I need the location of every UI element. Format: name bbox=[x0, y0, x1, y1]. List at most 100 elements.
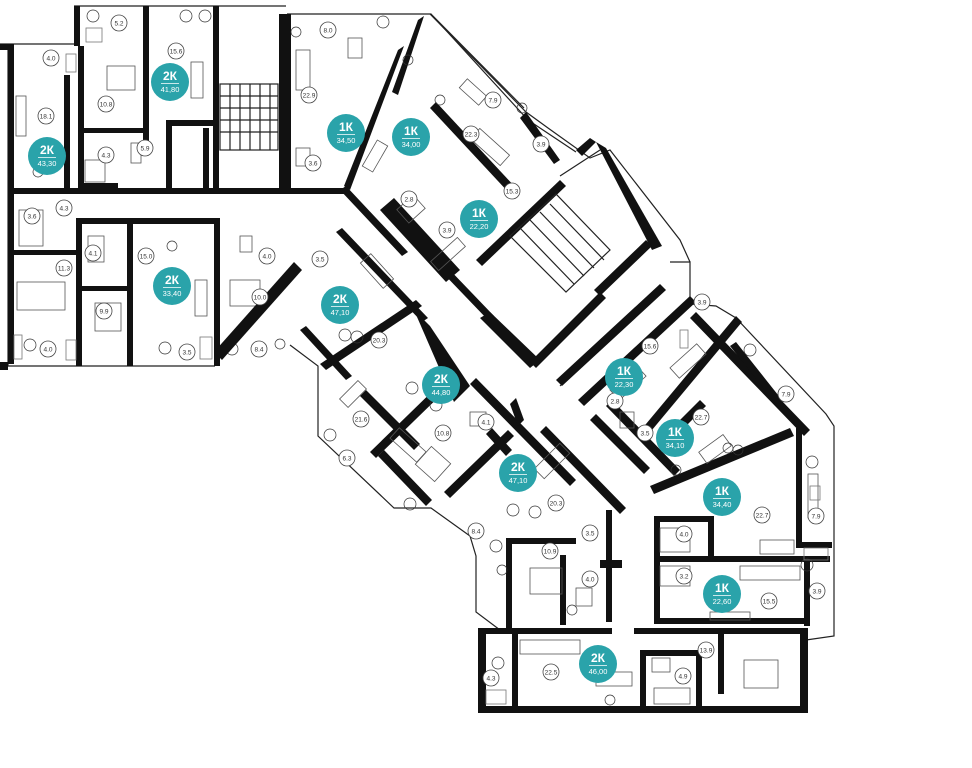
room-area-text: 4.0 bbox=[262, 253, 271, 260]
room-area-text: 22.9 bbox=[303, 92, 316, 99]
apartment-area: 34,50 bbox=[337, 136, 356, 145]
apartment-badge[interactable]: 2К 44,80 bbox=[422, 366, 460, 404]
room-area-label: 3.6 bbox=[304, 154, 322, 172]
apartment-area: 22,60 bbox=[713, 597, 732, 606]
room-area-label: 4.0 bbox=[581, 570, 599, 588]
room-area-circle bbox=[110, 14, 128, 32]
room-area-circle bbox=[338, 449, 356, 467]
room-area-circle bbox=[370, 331, 388, 349]
room-area-label: 13.9 bbox=[697, 641, 715, 659]
room-area-text: 2.8 bbox=[404, 196, 413, 203]
apartment-area: 41,80 bbox=[161, 85, 180, 94]
room-area-label: 4.0 bbox=[258, 247, 276, 265]
room-area-text: 3.2 bbox=[679, 573, 688, 580]
room-area-text: 4.0 bbox=[46, 55, 55, 62]
room-area-circle bbox=[760, 592, 778, 610]
room-area-circle bbox=[532, 135, 550, 153]
room-area-circle bbox=[467, 522, 485, 540]
apartment-badge-circle bbox=[321, 286, 359, 324]
room-area-text: 4.0 bbox=[43, 346, 52, 353]
apartment-badge[interactable]: 2К 47,10 bbox=[499, 454, 537, 492]
apartment-badge-circle bbox=[703, 478, 741, 516]
room-area-label: 20.3 bbox=[370, 331, 388, 349]
room-area-circle bbox=[462, 125, 480, 143]
room-area-text: 11.3 bbox=[58, 265, 71, 272]
apartment-area: 47,10 bbox=[509, 476, 528, 485]
room-area-circle bbox=[55, 259, 73, 277]
room-area-label: 4.3 bbox=[97, 146, 115, 164]
room-area-text: 10.8 bbox=[437, 430, 450, 437]
room-area-label: 20.3 bbox=[547, 494, 565, 512]
room-area-circle bbox=[251, 288, 269, 306]
room-area-label: 4.0 bbox=[39, 340, 57, 358]
room-area-circle bbox=[55, 199, 73, 217]
room-area-text: 7.9 bbox=[488, 97, 497, 104]
apartment-type: 2К bbox=[434, 372, 449, 386]
room-area-label: 3.9 bbox=[693, 293, 711, 311]
room-area-label: 10.8 bbox=[434, 424, 452, 442]
room-area-label: 15.5 bbox=[760, 592, 778, 610]
room-area-label: 4.3 bbox=[482, 669, 500, 687]
apartment-type: 2К bbox=[165, 273, 180, 287]
room-area-text: 22.3 bbox=[465, 131, 478, 138]
room-area-label: 3.2 bbox=[675, 567, 693, 585]
room-area-text: 8.0 bbox=[323, 27, 332, 34]
room-area-label: 4.0 bbox=[42, 49, 60, 67]
room-area-text: 4.1 bbox=[481, 419, 490, 426]
room-area-circle bbox=[581, 570, 599, 588]
room-area-text: 3.6 bbox=[308, 160, 317, 167]
room-area-circle bbox=[258, 247, 276, 265]
apartment-badge-circle bbox=[153, 267, 191, 305]
apartment-badge-circle bbox=[605, 358, 643, 396]
apartment-badge-circle bbox=[460, 200, 498, 238]
room-area-circle bbox=[675, 567, 693, 585]
upper-right-wing bbox=[285, 13, 691, 368]
apartment-area: 22,20 bbox=[470, 222, 489, 231]
apartment-area: 47,10 bbox=[331, 308, 350, 317]
room-area-label: 15.3 bbox=[503, 182, 521, 200]
apartment-area: 46,00 bbox=[589, 667, 608, 676]
room-area-label: 15.6 bbox=[641, 337, 659, 355]
room-area-text: 3.5 bbox=[182, 349, 191, 356]
room-area-circle bbox=[178, 343, 196, 361]
room-area-text: 22.5 bbox=[545, 669, 558, 676]
left-block bbox=[0, 5, 288, 370]
apartment-badge-circle bbox=[151, 63, 189, 101]
apartment-badge-circle bbox=[28, 137, 66, 175]
room-area-label: 7.9 bbox=[484, 91, 502, 109]
room-area-label: 10.8 bbox=[97, 95, 115, 113]
room-area-text: 3.5 bbox=[585, 530, 594, 537]
room-area-text: 10.0 bbox=[254, 294, 267, 301]
apartment-type: 2К bbox=[511, 460, 526, 474]
bottom-block bbox=[478, 611, 808, 713]
room-area-circle bbox=[777, 385, 795, 403]
room-area-text: 15.3 bbox=[506, 188, 519, 195]
room-area-label: 4.1 bbox=[84, 244, 102, 262]
room-area-text: 8.4 bbox=[471, 528, 480, 535]
room-area-text: 8.4 bbox=[254, 346, 263, 353]
room-area-label: 11.3 bbox=[55, 259, 73, 277]
apartment-area: 44,80 bbox=[432, 388, 451, 397]
room-area-label: 3.5 bbox=[311, 250, 329, 268]
room-area-circle bbox=[482, 669, 500, 687]
room-area-circle bbox=[400, 190, 418, 208]
room-area-circle bbox=[319, 21, 337, 39]
apartment-area: 34,40 bbox=[713, 500, 732, 509]
apartment-area: 33,40 bbox=[163, 289, 182, 298]
apartment-badge[interactable]: 2К 33,40 bbox=[153, 267, 191, 305]
apartment-area: 34,00 bbox=[402, 140, 421, 149]
room-area-circle bbox=[477, 413, 495, 431]
room-area-label: 3.9 bbox=[808, 582, 826, 600]
